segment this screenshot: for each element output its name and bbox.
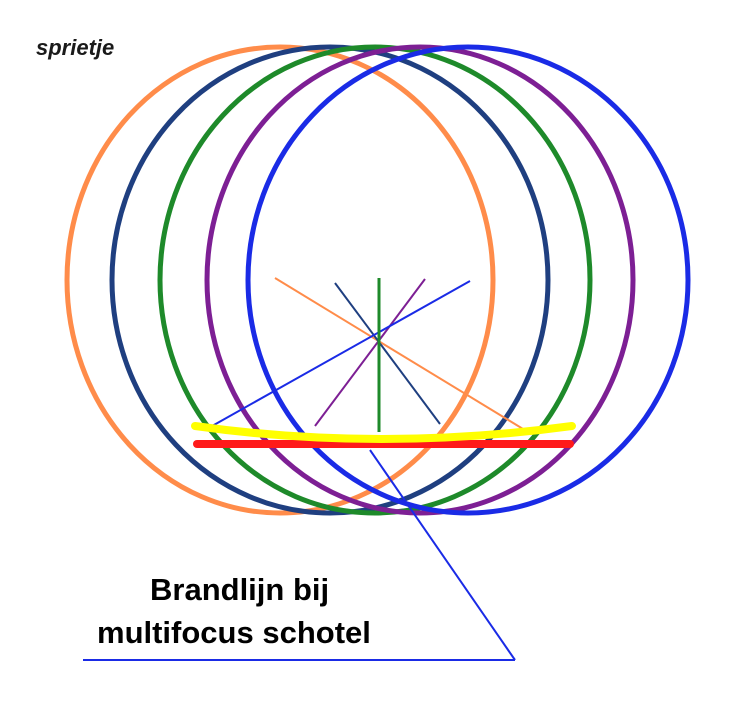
ray-blue — [204, 280, 471, 431]
antenna-icon — [204, 277, 529, 433]
circle-blue — [245, 44, 691, 516]
caption-pointer — [83, 449, 516, 661]
circle-green — [157, 44, 593, 516]
ray-purple — [314, 278, 426, 427]
focal-lines — [191, 422, 576, 449]
top-label: sprietje — [36, 35, 114, 60]
circle-navy — [109, 44, 551, 516]
caption-line-1: Brandlijn bij — [150, 572, 329, 607]
circle-purple — [204, 44, 636, 516]
focal-line-yellow — [191, 422, 576, 443]
reflector-circles — [64, 44, 691, 516]
caption-line-2: multifocus schotel — [97, 615, 371, 650]
circle-orange — [64, 44, 496, 516]
ray-navy — [334, 282, 441, 425]
pointer-diagonal — [369, 449, 516, 661]
ray-orange — [274, 277, 529, 433]
